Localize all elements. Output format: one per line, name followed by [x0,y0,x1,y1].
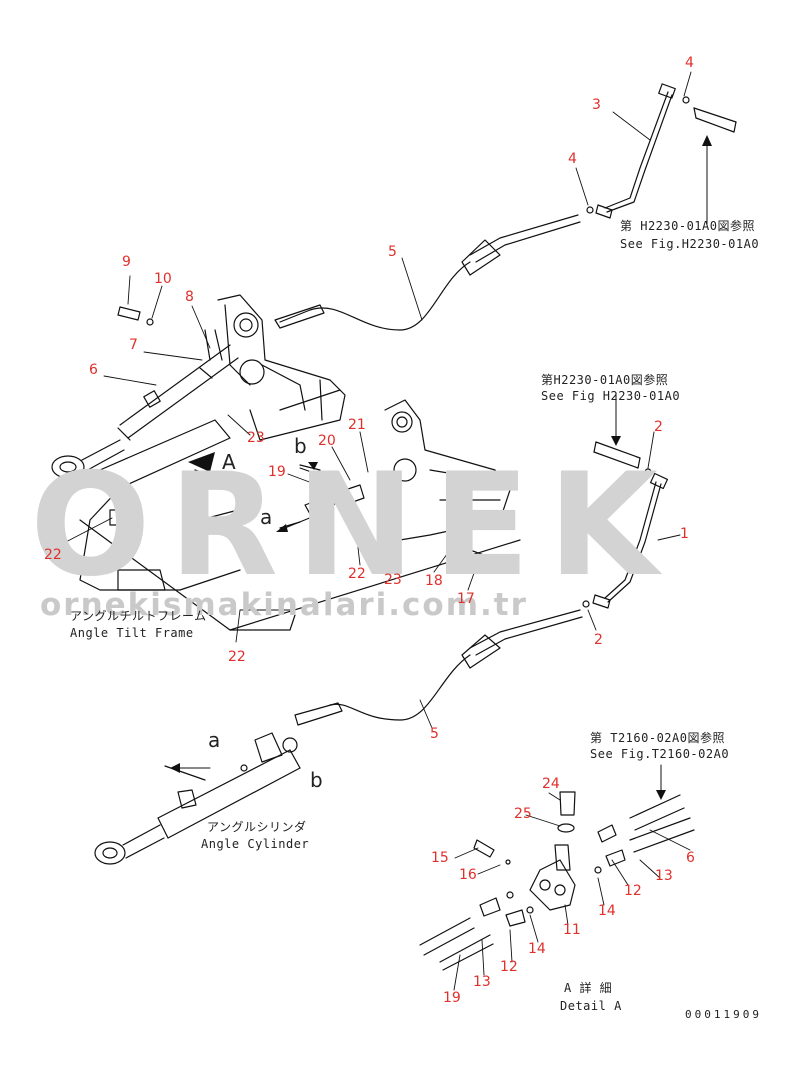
upper-frame [217,294,346,441]
callout-4: 4 [685,55,694,71]
view-label-b: b [294,434,307,458]
callout-6: 6 [686,850,695,866]
view-label-a: a [260,505,273,529]
callout-19: 19 [443,990,461,1006]
hose-5-upper [274,214,581,331]
callout-15: 15 [431,850,449,866]
callout-2: 2 [654,419,663,435]
ref3-en: See Fig.T2160-02A0 [590,747,730,761]
callout-13: 13 [473,974,491,990]
callout-14: 14 [528,941,546,957]
callout-22: 22 [44,547,62,563]
callout-18: 18 [425,573,443,589]
cylinder-upper [51,344,241,591]
pipe-1 [582,441,669,609]
callout-22: 22 [348,566,366,582]
callout-25: 25 [514,806,532,822]
leader-lines [59,71,692,991]
callout-17: 17 [457,591,475,607]
ref1-en: See Fig.H2230-01A0 [620,237,760,251]
view-label-b: b [310,768,323,792]
callout-22: 22 [228,649,246,665]
callout-5: 5 [388,244,397,260]
ref3-jp: 第 T2160-02A0図参照 [590,731,725,745]
pipe-3 [586,83,737,219]
view-label-A: A [222,450,236,474]
detail-label-jp: A 詳 細 [564,981,613,995]
callout-21: 21 [348,417,366,433]
watermark-main: ORNEK [30,443,676,608]
callout-1: 1 [680,526,689,542]
cylinder-label-jp: アングルシリンダ [207,820,307,834]
detail-label-en: Detail A [560,999,622,1013]
callout-4: 4 [568,151,577,167]
callout-8: 8 [185,289,194,305]
callout-6: 6 [89,362,98,378]
drawing-code: 00011909 [685,1008,762,1021]
callout-11: 11 [563,922,581,938]
watermark-sub: ornekismakinalari.com.tr [40,587,528,623]
frame-label-en: Angle Tilt Frame [70,626,194,640]
view-label-a: a [208,728,221,752]
callout-14: 14 [598,903,616,919]
ref2-jp: 第H2230-01A0図参照 [541,373,669,387]
hose-5-lower [294,609,583,726]
callout-24: 24 [542,776,560,792]
callout-16: 16 [459,867,477,883]
callout-20: 20 [318,433,336,449]
callout-9: 9 [122,254,131,270]
angle-cylinder [94,732,301,865]
callout-10: 10 [154,271,172,287]
cylinder-label-en: Angle Cylinder [201,837,310,851]
callout-12: 12 [624,883,642,899]
ref1-jp: 第 H2230-01A0図参照 [620,219,755,233]
callout-12: 12 [500,959,518,975]
lower-frame [79,399,521,631]
callout-3: 3 [592,97,601,113]
callout-13: 13 [655,868,673,884]
callout-19: 19 [268,464,286,480]
callout-23: 23 [247,430,265,446]
detail-a [419,791,695,971]
callout-5: 5 [430,726,439,742]
callout-2: 2 [594,632,603,648]
frame-label-jp: アングルチルトフレーム [70,609,207,623]
callout-7: 7 [129,337,138,353]
ref2-en: See Fig H2230-01A0 [541,389,681,403]
callout-23: 23 [384,572,402,588]
